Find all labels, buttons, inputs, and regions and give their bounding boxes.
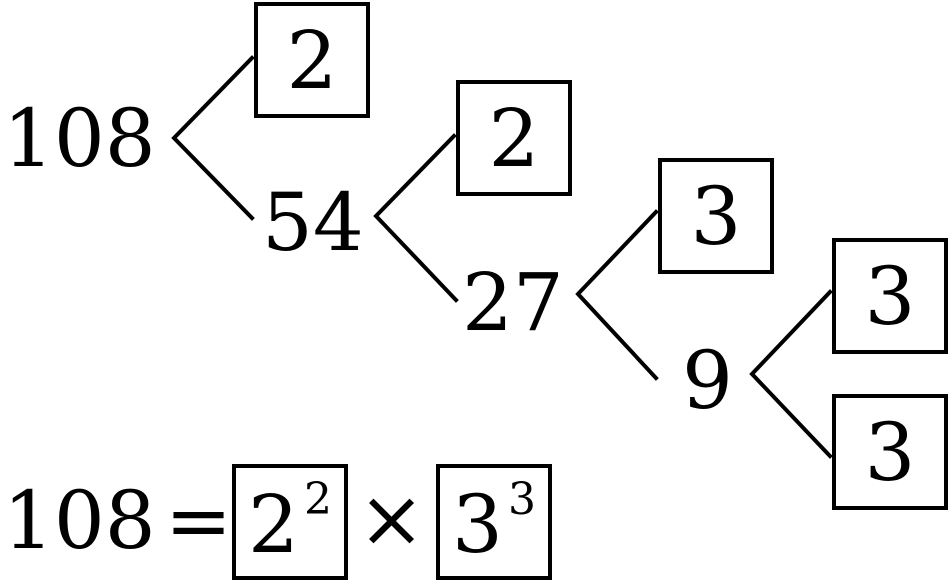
prime-box-2 [456,80,572,196]
branch-root [171,55,255,221]
prime-2: 2 [489,92,540,185]
result-box-1 [232,464,348,580]
result-factor2-exp: 3 [508,474,536,525]
result-factor1-base: 2 [248,478,299,571]
branch-54 [373,133,459,303]
prime-box-4 [832,238,948,354]
result-equals: = [165,474,232,567]
prime-box-3 [658,158,774,274]
prime-1: 2 [287,14,338,107]
branch-27 [575,209,659,381]
prime-3: 3 [691,170,742,263]
prime-4: 3 [865,250,916,343]
quotient-54: 54 [262,176,364,269]
quotient-27: 27 [462,256,564,349]
branch-9 [749,289,833,459]
quotient-9: 9 [682,334,733,427]
result-times: × [358,472,425,565]
prime-box-5 [832,394,948,510]
result-box-2 [436,464,552,580]
result-lhs: 108 [3,474,156,567]
prime-5: 3 [865,406,916,499]
prime-box-1 [254,2,370,118]
root-number: 108 [3,92,156,185]
result-factor2-base: 3 [452,478,503,571]
result-factor1-exp: 2 [304,474,332,525]
